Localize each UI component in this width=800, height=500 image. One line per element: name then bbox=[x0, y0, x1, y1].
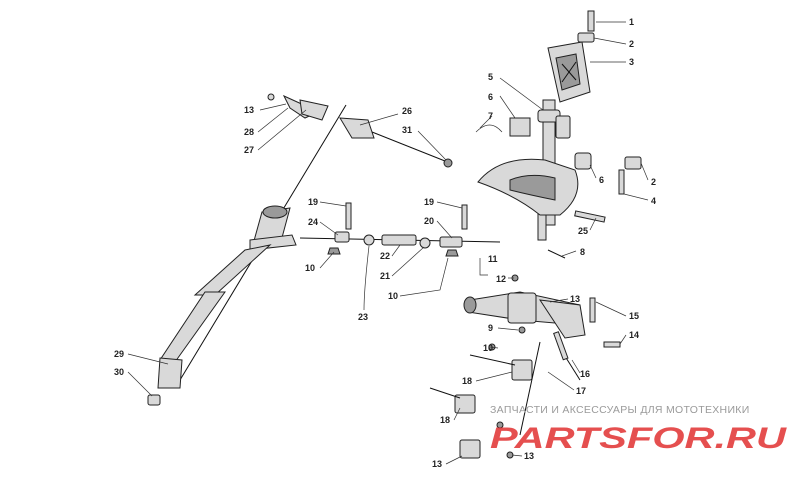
callout-label: 14 bbox=[629, 330, 639, 340]
lower-bracket-assembly bbox=[463, 274, 621, 348]
callout-label: 28 bbox=[244, 127, 254, 137]
callout-label: 20 bbox=[424, 216, 434, 226]
callout-labels: 1 2 3 5 6 7 6 2 4 13 28 27 26 31 19 24 1… bbox=[114, 17, 656, 469]
callout-label: 1 bbox=[629, 17, 634, 27]
callout-label: 17 bbox=[576, 386, 586, 396]
callout-label: 11 bbox=[488, 254, 498, 264]
bottom-linkage-chain bbox=[429, 331, 581, 459]
callout-label: 10 bbox=[483, 343, 493, 353]
callout-label: 9 bbox=[488, 323, 493, 333]
leader-lines bbox=[127, 21, 649, 465]
callout-label: 26 bbox=[402, 106, 412, 116]
callout-label: 6 bbox=[599, 175, 604, 185]
callout-label: 24 bbox=[308, 217, 318, 227]
callout-label: 30 bbox=[114, 367, 124, 377]
callout-label: 12 bbox=[496, 274, 506, 284]
watermark-caption: ЗАПЧАСТИ И АКСЕССУАРЫ ДЛЯ МОТОТЕХНИКИ bbox=[490, 404, 750, 416]
callout-label: 10 bbox=[388, 291, 398, 301]
callout-label: 25 bbox=[578, 226, 588, 236]
handlebar-bracket bbox=[547, 10, 595, 103]
callout-label: 5 bbox=[488, 72, 493, 82]
watermark: ЗАПЧАСТИ И АКСЕССУАРЫ ДЛЯ МОТОТЕХНИКИ PA… bbox=[490, 404, 790, 455]
callout-label: 23 bbox=[358, 312, 368, 322]
bushing-clamp-parts bbox=[475, 117, 642, 259]
callout-label: 6 bbox=[488, 92, 493, 102]
callout-label: 13 bbox=[432, 459, 442, 469]
callout-label: 27 bbox=[244, 145, 254, 155]
callout-label: 10 bbox=[305, 263, 315, 273]
steering-support bbox=[477, 158, 579, 216]
callout-label: 13 bbox=[524, 451, 534, 461]
callout-label: 31 bbox=[402, 125, 412, 135]
callout-label: 13 bbox=[244, 105, 254, 115]
callout-label: 19 bbox=[308, 197, 318, 207]
callout-label: 22 bbox=[380, 251, 390, 261]
callout-label: 4 bbox=[651, 196, 656, 206]
steering-shaft bbox=[147, 104, 347, 406]
callout-label: 2 bbox=[651, 177, 656, 187]
callout-label: 18 bbox=[462, 376, 472, 386]
upper-link-parts bbox=[267, 93, 453, 168]
callout-label: 3 bbox=[629, 57, 634, 67]
watermark-logo: PARTSFOR.RU bbox=[490, 422, 788, 455]
callout-label: 8 bbox=[580, 247, 585, 257]
callout-label: 13 bbox=[570, 294, 580, 304]
callout-label: 7 bbox=[488, 111, 493, 121]
callout-label: 18 bbox=[440, 415, 450, 425]
tie-rod-linkage bbox=[299, 202, 501, 257]
callout-label: 16 bbox=[580, 369, 590, 379]
callout-label: 2 bbox=[629, 39, 634, 49]
callout-label: 21 bbox=[380, 271, 390, 281]
callout-label: 29 bbox=[114, 349, 124, 359]
watermark-logo-text: PARTSFOR.RU bbox=[490, 422, 788, 455]
callout-label: 15 bbox=[629, 311, 639, 321]
callout-label: 19 bbox=[424, 197, 434, 207]
